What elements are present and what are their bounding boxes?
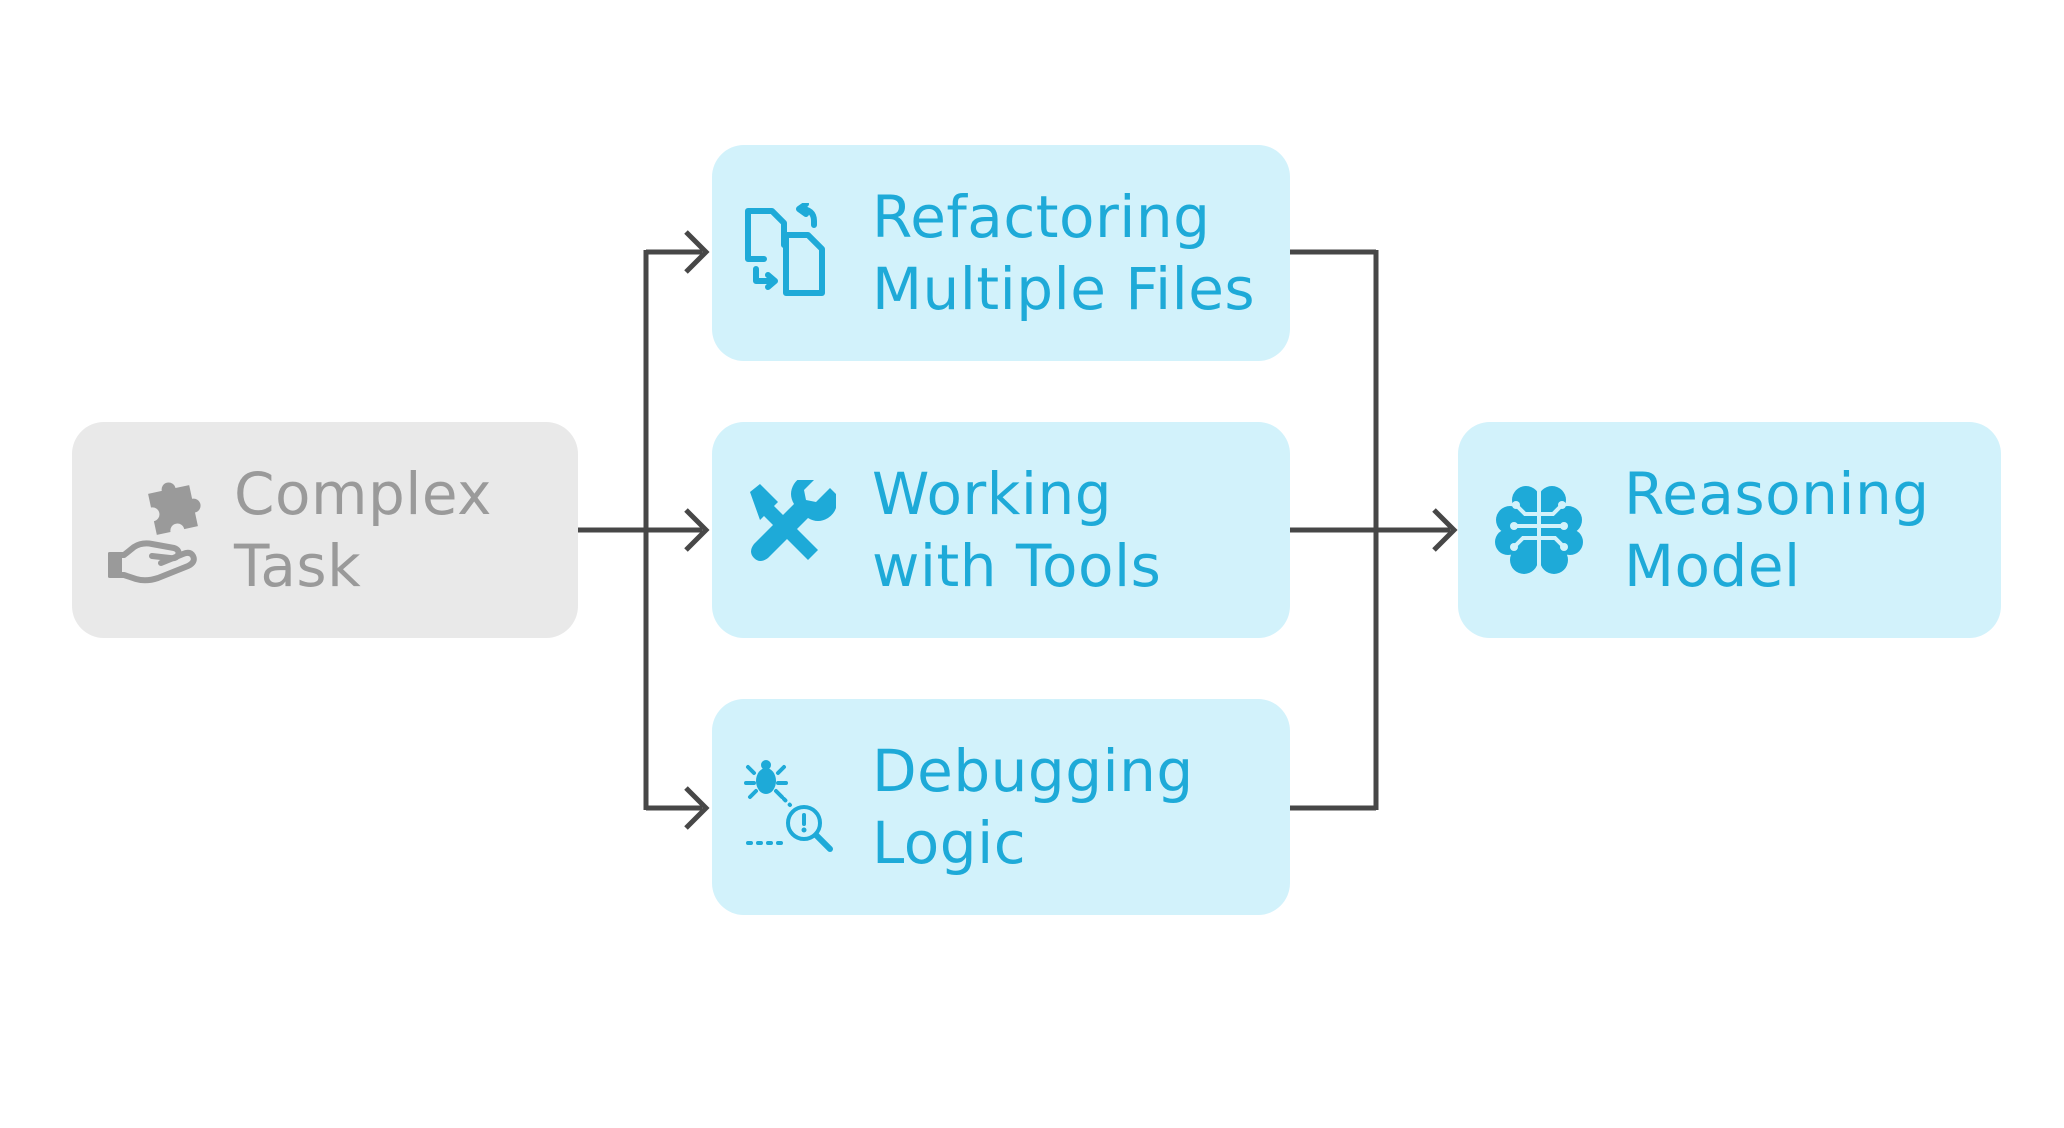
label-line: Refactoring [872,183,1211,251]
node-complex-task: Complex Task [72,422,578,638]
arrowhead-debugging [684,786,710,830]
node-reasoning-model: Reasoning Model [1458,422,2001,638]
node-label: Complex Task [234,458,492,602]
node-label: Debugging Logic [872,735,1194,879]
label-line: Task [234,532,362,600]
arrowhead-refactoring [684,230,710,274]
file-swap-icon [744,203,836,303]
node-working-with-tools: Working with Tools [712,422,1290,638]
node-label: Refactoring Multiple Files [872,181,1255,325]
node-debugging-logic: Debugging Logic [712,699,1290,915]
arrowhead-tools [684,508,710,552]
node-refactoring-multiple-files: Refactoring Multiple Files [712,145,1290,361]
label-line: Working [872,460,1113,528]
brain-icon [1494,480,1584,580]
node-label: Reasoning Model [1624,458,1930,602]
tools-icon [744,480,836,580]
label-line: Model [1624,532,1801,600]
bug-search-icon [744,757,836,857]
arrowhead-model [1432,508,1458,552]
label-line: Reasoning [1624,460,1930,528]
label-line: Multiple Files [872,255,1256,323]
label-line: Complex [234,460,492,528]
node-label: Working with Tools [872,458,1161,602]
label-line: with Tools [872,532,1162,600]
label-line: Debugging [872,737,1194,805]
label-line: Logic [872,809,1027,877]
puzzle-hand-icon [108,475,204,585]
